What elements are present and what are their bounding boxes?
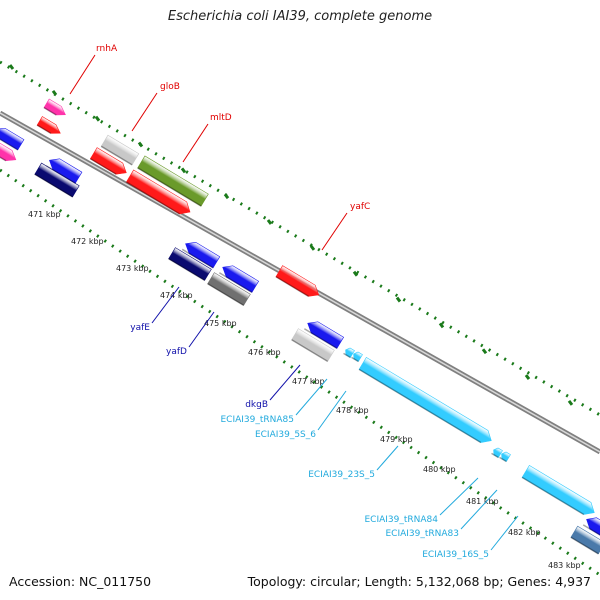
genome-title: Escherichia coli IAI39, complete genome bbox=[167, 9, 433, 24]
gene-yafD-blue[interactable] bbox=[218, 262, 260, 294]
major-tick bbox=[567, 399, 574, 406]
gene-right-steel[interactable] bbox=[570, 525, 600, 555]
leader-line-trna83 bbox=[460, 489, 498, 530]
kbp-label: 476 kbp bbox=[248, 348, 281, 357]
gene-mltD[interactable] bbox=[125, 169, 193, 218]
major-tick bbox=[352, 270, 359, 277]
major-tick bbox=[266, 219, 273, 225]
gene-label-glob[interactable]: gloB bbox=[160, 82, 180, 92]
gene-rnhA[interactable] bbox=[43, 98, 68, 119]
gene-label-trna84[interactable]: ECIAI39_tRNA84 bbox=[364, 515, 438, 525]
major-tick bbox=[51, 89, 58, 96]
gene-right-blue[interactable] bbox=[582, 514, 600, 537]
gene-tRNA83[interactable] bbox=[499, 451, 511, 463]
accession-text: Accession: NC_011750 bbox=[9, 574, 152, 589]
gene-rnhA-red[interactable] bbox=[36, 116, 63, 138]
kbp-label: 482 kbp bbox=[508, 528, 541, 537]
gene-tRNA84[interactable] bbox=[491, 447, 503, 459]
kbp-label: 483 kbp bbox=[548, 561, 581, 570]
gene-label-trna83[interactable]: ECIAI39_tRNA83 bbox=[385, 529, 459, 539]
major-tick bbox=[481, 348, 488, 355]
major-tick bbox=[8, 64, 15, 70]
leader-line-mltd bbox=[182, 123, 209, 163]
gene-label-yafe[interactable]: yafE bbox=[130, 323, 150, 333]
major-tick bbox=[524, 374, 531, 380]
leader-line-dkgb bbox=[269, 364, 301, 401]
gene-label-mltd[interactable]: mltD bbox=[210, 113, 232, 123]
gene-label-5s_6[interactable]: ECIAI39_5S_6 bbox=[255, 430, 316, 440]
gene-label-dkgb[interactable]: dkgB bbox=[245, 400, 268, 410]
gene-23S-5[interactable] bbox=[358, 356, 495, 446]
major-tick bbox=[223, 193, 230, 200]
kbp-label: 477 kbp bbox=[292, 377, 325, 386]
major-tick bbox=[395, 296, 402, 303]
kbp-label: 475 kbp bbox=[204, 319, 237, 328]
leader-line-23s_5 bbox=[376, 445, 399, 471]
gene-yafE-blue[interactable] bbox=[181, 238, 221, 269]
major-tick bbox=[94, 115, 101, 122]
gene-dkgB-blue[interactable] bbox=[303, 318, 345, 350]
gene-gloB[interactable] bbox=[89, 147, 129, 179]
leader-line-yafc bbox=[321, 212, 348, 251]
gene-tRNA85[interactable] bbox=[343, 347, 355, 359]
kbp-label: 472 kbp bbox=[71, 237, 104, 246]
major-tick bbox=[438, 322, 445, 329]
kbp-label: 471 kbp bbox=[28, 210, 61, 219]
inner-tick-track bbox=[0, 168, 600, 577]
kbp-label: 480 kbp bbox=[423, 465, 456, 474]
gene-gloB-gray[interactable] bbox=[100, 134, 140, 166]
kbp-label: 474 kbp bbox=[160, 291, 193, 300]
gene-navy-471[interactable] bbox=[34, 162, 80, 198]
gene-yafE[interactable] bbox=[168, 247, 212, 282]
gene-label-yafc[interactable]: yafC bbox=[350, 202, 370, 212]
gene-label-rnha[interactable]: rnhA bbox=[96, 44, 118, 54]
gene-label-16s_5[interactable]: ECIAI39_16S_5 bbox=[422, 550, 489, 560]
gene-left-blue[interactable] bbox=[0, 124, 25, 151]
kbp-label: 481 kbp bbox=[466, 497, 499, 506]
kbp-label: 479 kbp bbox=[380, 435, 413, 444]
kbp-label: 473 kbp bbox=[116, 264, 149, 273]
gene-left-magenta[interactable] bbox=[0, 138, 19, 165]
leader-line-trna85 bbox=[295, 378, 328, 416]
major-tick bbox=[137, 141, 144, 148]
gene-yafD[interactable] bbox=[207, 272, 251, 307]
major-tick bbox=[180, 167, 187, 174]
leader-line-trna84 bbox=[439, 477, 479, 516]
gene-16S-5[interactable] bbox=[521, 464, 598, 518]
gene-yafC[interactable] bbox=[275, 265, 322, 301]
leader-line-5s_6 bbox=[317, 390, 347, 431]
major-tick bbox=[309, 244, 316, 251]
gene-label-trna85[interactable]: ECIAI39_tRNA85 bbox=[220, 415, 294, 425]
gene-label-23s_5[interactable]: ECIAI39_23S_5 bbox=[308, 470, 375, 480]
leader-line-rnha bbox=[69, 54, 96, 95]
gene-mltD-olive[interactable] bbox=[137, 155, 209, 207]
kbp-label: 478 kbp bbox=[336, 406, 369, 415]
leader-line-glob bbox=[131, 92, 158, 132]
leader-line-16s_5 bbox=[490, 515, 519, 551]
leader-line-yafe bbox=[151, 286, 180, 324]
gene-5S-6[interactable] bbox=[351, 351, 363, 363]
leader-line-yafd bbox=[188, 311, 215, 348]
gene-dkgB[interactable] bbox=[291, 328, 335, 363]
gene-label-yafd[interactable]: yafD bbox=[166, 347, 187, 357]
topology-text: Topology: circular; Length: 5,132,068 bp… bbox=[247, 574, 591, 589]
